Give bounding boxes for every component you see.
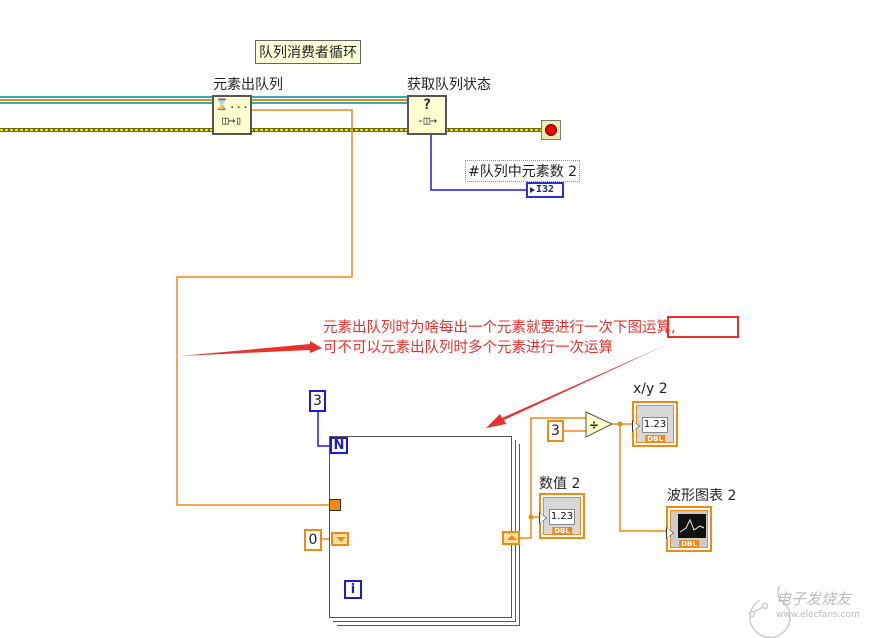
iteration-terminal[interactable]: i: [344, 580, 362, 599]
queue-count-label: #队列中元素数 2: [465, 160, 581, 182]
divisor-constant[interactable]: 3: [547, 420, 564, 442]
loop-count-constant[interactable]: 3: [309, 390, 326, 412]
shift-register-left[interactable]: [331, 532, 349, 546]
queue-refnum-wire: [0, 96, 407, 104]
numeric-type: DBL: [552, 527, 572, 535]
numeric-value: 1.23: [549, 509, 575, 525]
waveform-label: 波形图表 2: [667, 488, 737, 504]
annotation-arrow-right: [486, 344, 668, 428]
watermark-url: www.elecfans.com: [776, 610, 860, 620]
question-icon: ?: [422, 97, 432, 113]
numeric-indicator[interactable]: 1.23 DBL: [539, 493, 585, 539]
question-annotation: 元素出队列时为啥每出一个元素就要进行一次下图运算, 可不可以元素出队列时多个元素…: [323, 318, 676, 358]
queue-count-indicator[interactable]: I32: [526, 182, 564, 198]
annotation-line-1: 元素出队列时为啥每出一个元素就要进行一次下图运算,: [323, 320, 676, 336]
annotation-line-2: 可不可以元素出队列时多个元素进行一次运算: [323, 340, 613, 356]
waveform-wire: [619, 424, 667, 532]
xy-indicator[interactable]: 1.23 DBL: [632, 401, 678, 447]
shift-init-constant[interactable]: 0: [304, 529, 322, 551]
input-tunnel[interactable]: [329, 499, 341, 511]
sum-out-wire: [520, 417, 586, 539]
shift-register-right[interactable]: [502, 531, 520, 545]
watermark-logo-icon: [748, 585, 791, 638]
waveform-type: DBL: [679, 540, 699, 548]
numeric-label: 数值 2: [539, 476, 581, 492]
stop-terminal[interactable]: [541, 120, 561, 140]
xy-label: x/y 2: [633, 381, 668, 397]
n-wire: [317, 412, 330, 447]
divide-symbol: ÷: [589, 418, 599, 432]
element-wire: [176, 109, 353, 506]
xy-type: DBL: [645, 435, 665, 443]
hourglass-icon: ⌛...: [215, 98, 249, 111]
queue-out-icon: ◫→▯: [222, 114, 242, 127]
divide-node[interactable]: [585, 411, 614, 438]
count-wire: [430, 135, 526, 191]
wire-junction: [528, 514, 534, 520]
xy-value: 1.23: [642, 417, 668, 433]
queue-status-label: 获取队列状态: [407, 77, 491, 93]
wire-junction: [617, 421, 623, 427]
annotation-arrow-left: [180, 341, 322, 356]
dequeue-label: 元素出队列: [213, 77, 283, 93]
get-queue-status-node[interactable]: ? -◫→: [407, 95, 447, 135]
watermark-brand: 电子发烧友: [776, 590, 852, 608]
waveform-chart-indicator[interactable]: DBL: [666, 506, 712, 552]
queue-icon: -◫→: [417, 114, 437, 127]
annotation-highlight-box: [667, 316, 739, 338]
while-loop-label: 队列消费者循环: [255, 40, 361, 64]
dequeue-element-node[interactable]: ⌛... ◫→▯: [212, 95, 252, 135]
waveform-chart-icon: [678, 514, 706, 538]
count-terminal[interactable]: N: [330, 437, 348, 454]
